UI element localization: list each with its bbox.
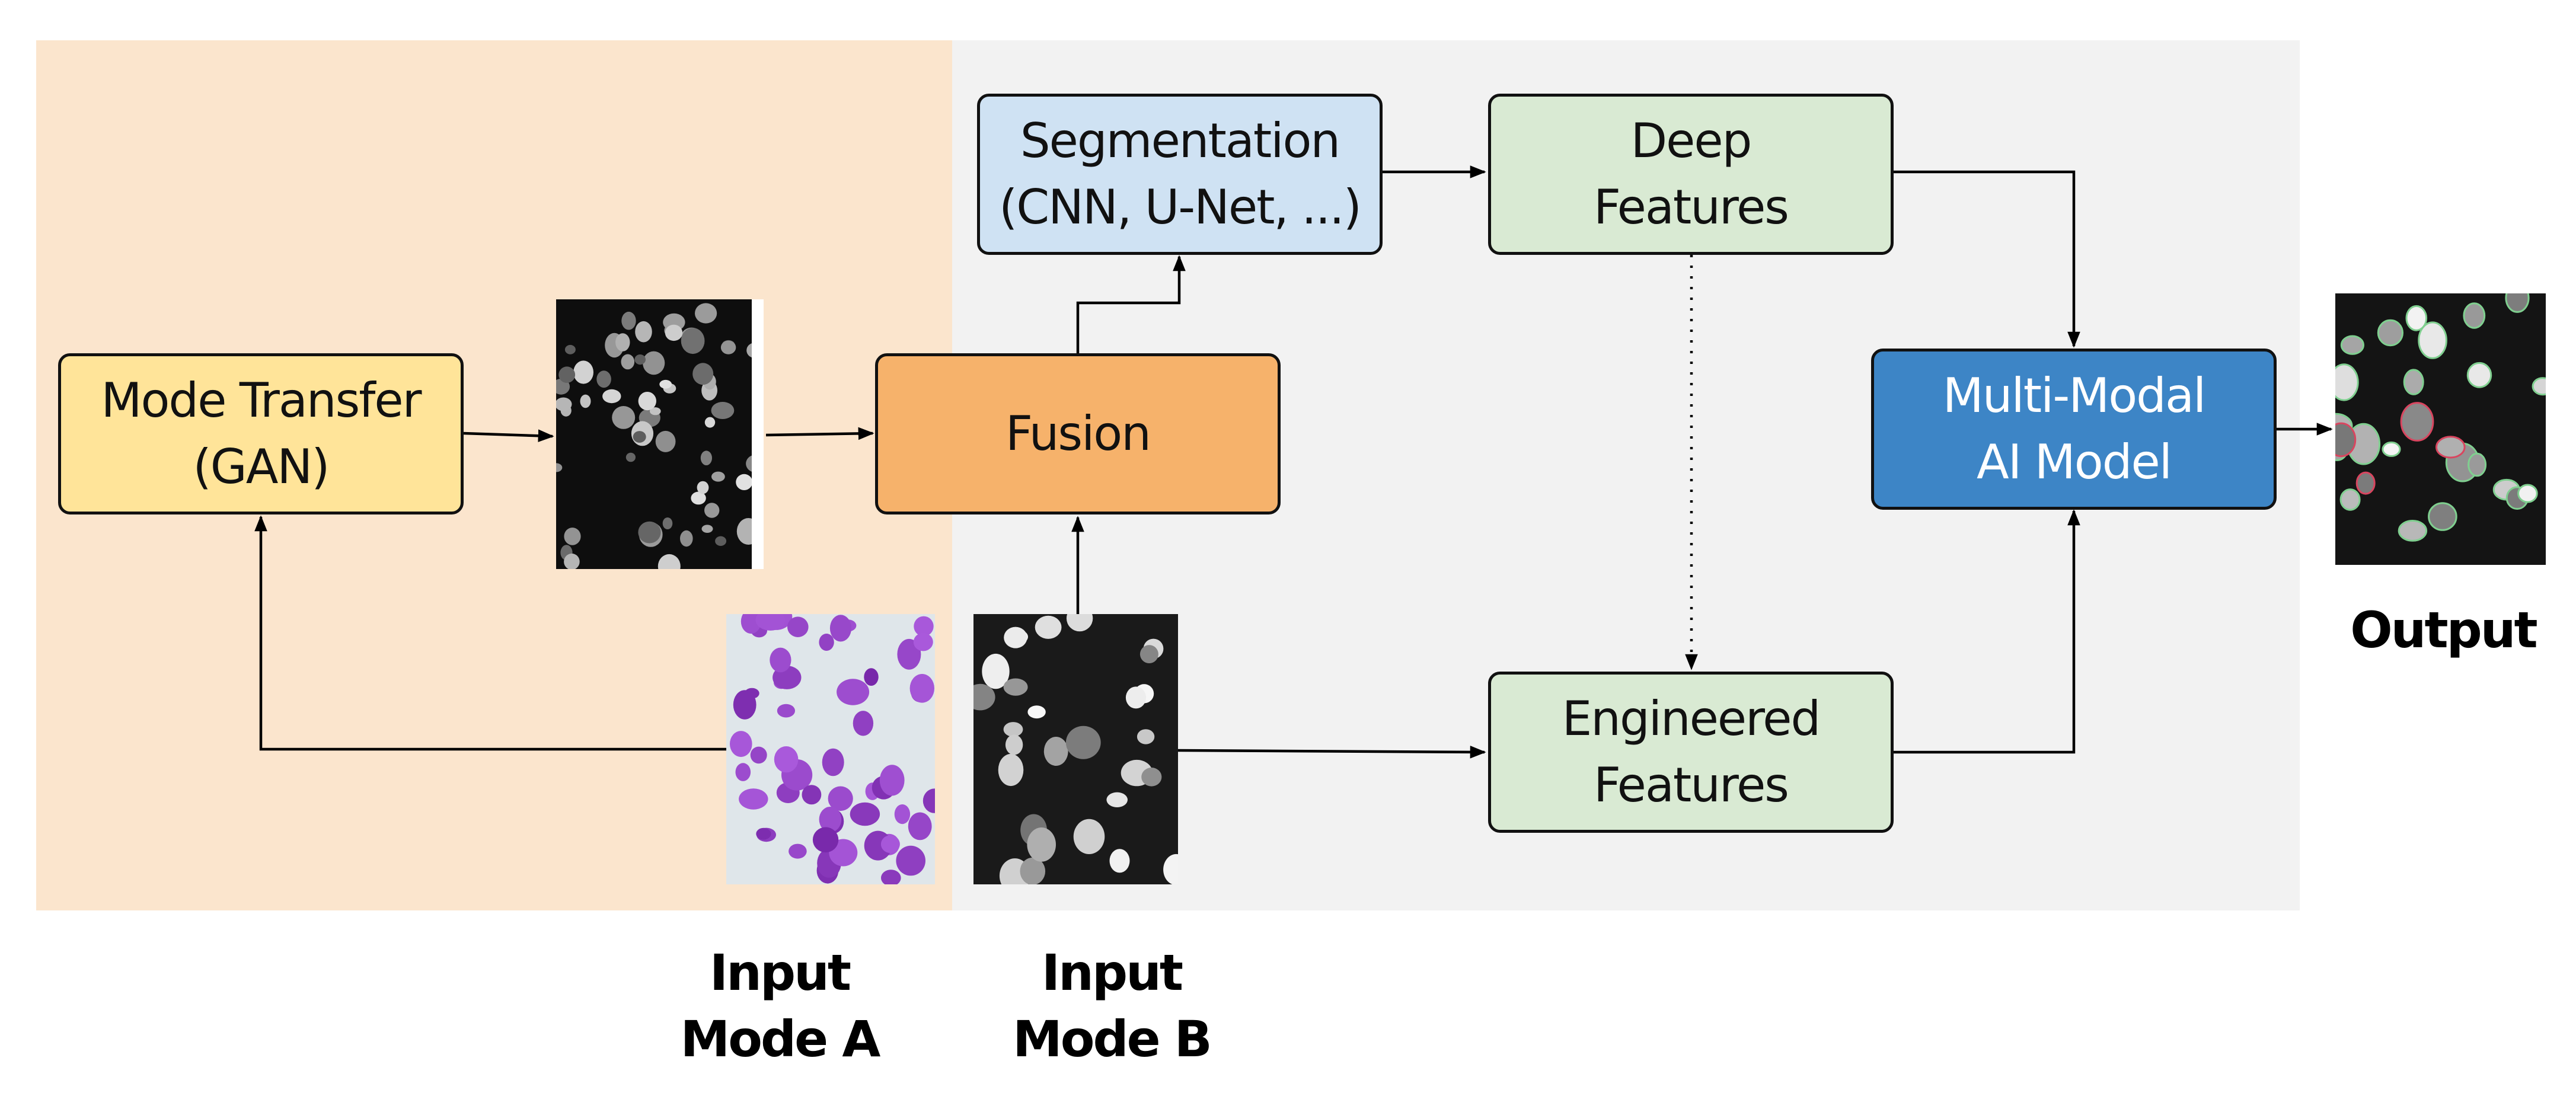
mode-transfer-label: Mode Transfer [101,373,422,428]
deep-features-sublabel: Features [1594,180,1789,235]
input-mode-a-caption-line1: Input [709,944,851,1002]
deep-features-box: Deep Features [1488,94,1894,255]
mode-transfer-box: Mode Transfer (GAN) [58,353,464,514]
input-mode-b-caption-line1: Input [1041,944,1183,1002]
segmentation-box: Segmentation (CNN, U-Net, ...) [977,94,1383,255]
translated-image [556,299,764,569]
fusion-label: Fusion [1005,406,1151,461]
multi-modal-model-box: Multi-Modal AI Model [1871,349,2277,510]
output-caption: Output [2335,586,2551,675]
engineered-features-sublabel: Features [1594,758,1789,813]
input-mode-b-image [973,614,1178,884]
fusion-box: Fusion [875,353,1281,514]
deep-features-label: Deep [1630,113,1753,168]
input-mode-a-caption-line2: Mode A [680,1010,881,1068]
model-label: Multi-Modal [1942,368,2206,423]
output-image [2335,293,2546,565]
engineered-features-box: Engineered Features [1488,672,1894,833]
model-sublabel: AI Model [1977,434,2172,490]
input-mode-a-caption: Input Mode A [631,935,928,1076]
segmentation-sublabel: (CNN, U-Net, ...) [999,180,1362,235]
engineered-features-label: Engineered [1562,691,1821,746]
input-mode-b-caption-line2: Mode B [1013,1010,1212,1068]
input-mode-b-caption: Input Mode B [963,935,1260,1076]
mode-transfer-sublabel: (GAN) [193,439,330,494]
output-caption-line1: Output [2350,601,2537,659]
input-mode-a-image [726,614,935,884]
segmentation-label: Segmentation [1020,113,1340,168]
